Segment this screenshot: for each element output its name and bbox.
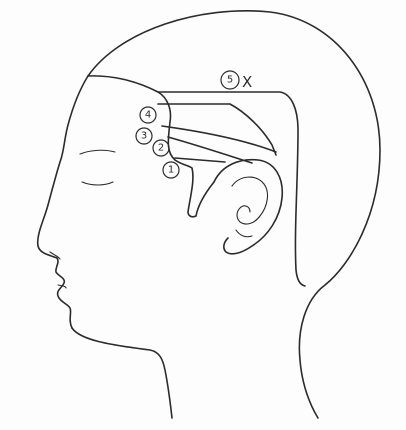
svg-text:2: 2 xyxy=(158,143,164,154)
ear-lobe-detail xyxy=(236,230,252,237)
part-line-1 xyxy=(175,158,225,162)
face-profile xyxy=(38,76,172,418)
marker-2: 2 xyxy=(153,140,169,156)
marker-3: 3 xyxy=(136,128,152,144)
marker-5-suffix: X xyxy=(242,73,252,91)
marker-1: 1 xyxy=(163,162,179,178)
svg-text:4: 4 xyxy=(145,110,151,121)
eye xyxy=(82,182,113,185)
marker-5: 5 xyxy=(221,71,239,89)
svg-text:1: 1 xyxy=(168,165,174,176)
part-line-3 xyxy=(162,126,276,152)
ear-inner xyxy=(232,177,267,224)
hairline-section xyxy=(88,76,214,217)
svg-text:3: 3 xyxy=(141,131,147,142)
part-line-4 xyxy=(158,104,276,155)
chin-dot xyxy=(71,327,73,329)
marker-4: 4 xyxy=(140,107,156,123)
svg-text:5: 5 xyxy=(227,75,233,86)
eyebrow xyxy=(80,150,115,154)
